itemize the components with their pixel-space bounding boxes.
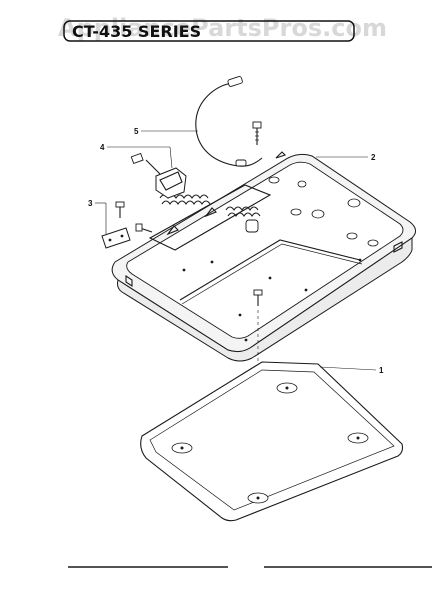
series-title: CT-435 SERIES — [72, 22, 201, 41]
pan-hole — [367, 239, 379, 247]
screw-top — [252, 121, 262, 145]
part-5-wire-lead — [195, 76, 263, 167]
part-2-burner-pan — [111, 151, 416, 362]
svg-text:4: 4 — [100, 143, 105, 152]
svg-text:3: 3 — [88, 199, 93, 208]
callout-1: 1 — [319, 366, 384, 375]
callout-5: 5 — [134, 127, 198, 136]
pan-hole — [297, 180, 307, 188]
pan-hole — [347, 198, 361, 208]
part-4-bracket — [130, 152, 187, 199]
burner-springs — [159, 194, 261, 233]
callout-4: 4 — [100, 143, 173, 169]
pan-hole — [311, 209, 325, 219]
svg-text:2: 2 — [371, 153, 376, 162]
series-header: CT-435 SERIES — [63, 20, 355, 42]
svg-text:5: 5 — [134, 127, 139, 136]
callout-3: 3 — [88, 199, 107, 234]
svg-text:1: 1 — [379, 366, 384, 375]
part-3-plate — [101, 201, 153, 249]
pan-hole — [268, 176, 280, 184]
pan-hole — [346, 232, 358, 240]
part-1-bottom-plate — [140, 361, 404, 522]
pan-hole — [290, 208, 302, 216]
callout-2: 2 — [316, 153, 376, 162]
watermark-text: AppliancePartsPros.com — [58, 14, 387, 42]
